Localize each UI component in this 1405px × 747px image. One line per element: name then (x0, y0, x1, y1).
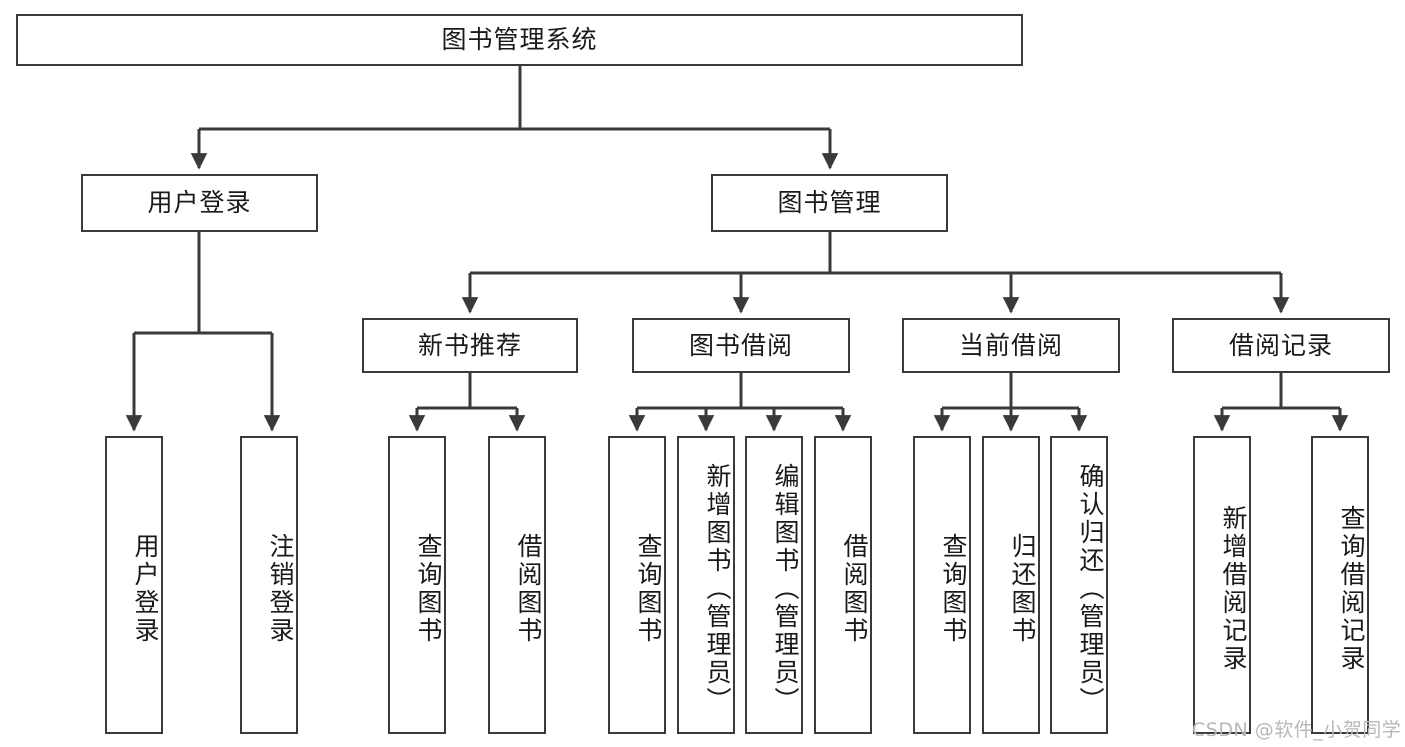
node-label: 查询借阅记录 (1337, 505, 1366, 673)
node-leaf-query-book-borrow[interactable]: 查询图书 (608, 436, 666, 734)
node-leaf-user-login[interactable]: 用户登录 (105, 436, 163, 734)
node-user-login[interactable]: 用户登录 (81, 174, 318, 232)
node-leaf-user-logout[interactable]: 注销登录 (240, 436, 298, 734)
node-leaf-borrow-book-recommend[interactable]: 借阅图书 (488, 436, 546, 734)
node-book-borrow[interactable]: 图书借阅 (632, 318, 850, 373)
node-leaf-edit-book-admin[interactable]: 编辑图书（管理员） (745, 436, 803, 734)
node-new-book-recommend[interactable]: 新书推荐 (362, 318, 578, 373)
node-label: 用户登录 (147, 188, 252, 217)
node-book-manage[interactable]: 图书管理 (711, 174, 948, 232)
node-label: 新书推荐 (417, 330, 522, 360)
node-leaf-add-borrow-record[interactable]: 新增借阅记录 (1193, 436, 1251, 734)
node-label: 注销登录 (266, 533, 295, 645)
node-label: 图书借阅 (688, 330, 793, 360)
node-root-book-management-system[interactable]: 图书管理系统 (16, 14, 1023, 66)
node-label: 用户登录 (131, 533, 160, 645)
node-leaf-query-book-recommend[interactable]: 查询图书 (388, 436, 446, 734)
node-leaf-borrow-book-borrow[interactable]: 借阅图书 (814, 436, 872, 734)
node-borrow-record[interactable]: 借阅记录 (1172, 318, 1390, 373)
node-label: 当前借阅 (958, 330, 1063, 360)
node-label: 确认归还（管理员） (1076, 463, 1105, 715)
node-label: 查询图书 (939, 533, 968, 645)
node-label: 归还图书 (1008, 533, 1037, 645)
node-label: 新增借阅记录 (1219, 505, 1248, 673)
node-leaf-query-book-current[interactable]: 查询图书 (913, 436, 971, 734)
node-label: 借阅图书 (840, 533, 869, 645)
node-label: 新增图书（管理员） (703, 463, 732, 715)
node-leaf-confirm-return-admin[interactable]: 确认归还（管理员） (1050, 436, 1108, 734)
node-current-borrow[interactable]: 当前借阅 (902, 318, 1120, 373)
node-label: 借阅记录 (1228, 330, 1333, 360)
node-label: 编辑图书（管理员） (771, 463, 800, 715)
node-label: 查询图书 (414, 533, 443, 645)
node-label: 图书管理系统 (441, 25, 598, 54)
node-label: 查询图书 (634, 533, 663, 645)
node-label: 借阅图书 (514, 533, 543, 645)
csdn-watermark: CSDN @软件_小贺同学 (1192, 719, 1402, 741)
node-leaf-add-book-admin[interactable]: 新增图书（管理员） (677, 436, 735, 734)
node-leaf-return-book[interactable]: 归还图书 (982, 436, 1040, 734)
node-label: 图书管理 (777, 188, 882, 217)
node-leaf-query-borrow-record[interactable]: 查询借阅记录 (1311, 436, 1369, 734)
